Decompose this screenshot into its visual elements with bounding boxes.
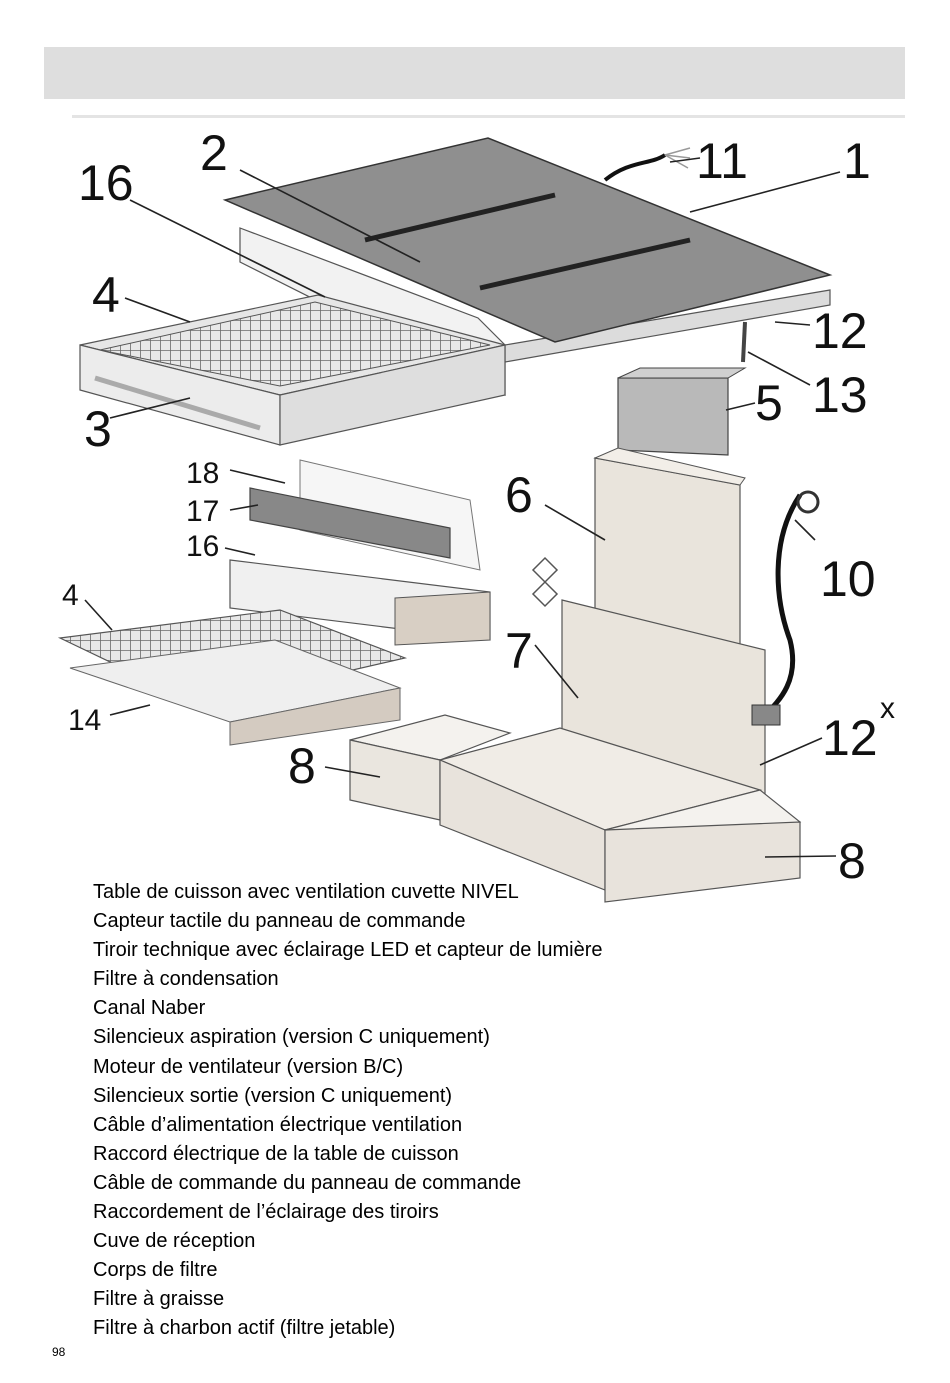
callout-7: 7 xyxy=(505,623,533,679)
filter-components xyxy=(57,459,491,746)
filter-box-part xyxy=(617,367,747,456)
callout-18: 18 xyxy=(186,457,219,490)
list-item: Table de cuisson avec ventilation cuvett… xyxy=(93,881,519,903)
callout-12b: 12 xyxy=(822,710,878,766)
list-item: Filtre à graisse xyxy=(93,1288,225,1311)
callout-12: 12 xyxy=(812,303,868,359)
list-item: Raccordement de l’éclairage des tiroirs xyxy=(93,1201,439,1224)
callout-12-x: x xyxy=(880,692,895,725)
cable-parts xyxy=(741,321,820,726)
leader-lines xyxy=(84,157,841,858)
callout-3: 3 xyxy=(84,401,112,457)
list-item: Silencieux sortie (version C uniquement) xyxy=(93,1084,453,1107)
callout-8b: 8 xyxy=(838,833,866,889)
list-item: Silencieux aspiration (version C uniquem… xyxy=(93,1026,490,1049)
page-number: 98 xyxy=(52,1345,66,1359)
header-bar xyxy=(44,47,905,99)
list-item: Capteur tactile du panneau de commande xyxy=(93,910,466,933)
list-item: Canal Naber xyxy=(93,997,206,1020)
callout-1: 1 xyxy=(843,133,871,189)
callout-8: 8 xyxy=(288,738,316,794)
list-item: Corps de filtre xyxy=(93,1259,218,1282)
parts-list: Table de cuisson avec ventilation cuvett… xyxy=(93,878,603,1344)
list-item: Câble de commande du panneau de commande xyxy=(93,1171,522,1194)
list-item: Moteur de ventilateur (version B/C) xyxy=(93,1055,404,1078)
list-item: Cuve de réception xyxy=(93,1230,256,1253)
callout-10: 10 xyxy=(820,551,876,607)
callout-13: 13 xyxy=(812,367,868,423)
callout-4b: 4 xyxy=(62,579,79,612)
callout-16b: 16 xyxy=(186,530,219,563)
list-item: Raccord électrique de la table de cuisso… xyxy=(93,1142,459,1165)
callout-14: 14 xyxy=(68,704,101,737)
list-item: Filtre à charbon actif (filtre jetable) xyxy=(93,1317,396,1340)
callout-6: 6 xyxy=(505,467,533,523)
base-boxes xyxy=(349,714,802,903)
list-item: Filtre à condensation xyxy=(93,968,279,991)
callout-4: 4 xyxy=(92,267,120,323)
callout-2: 2 xyxy=(200,125,228,181)
list-item: Câble d’alimentation électrique ventilat… xyxy=(93,1113,463,1136)
drawer-part xyxy=(79,294,506,446)
callout-17: 17 xyxy=(186,495,219,528)
exploded-diagram: 2 16 4 3 11 1 12 13 5 18 17 16 4 14 6 7 … xyxy=(57,125,895,903)
list-item: Tiroir technique avec éclairage LED et c… xyxy=(93,939,603,962)
callout-11: 11 xyxy=(696,133,748,189)
callout-16: 16 xyxy=(78,155,134,211)
header-rule xyxy=(72,115,905,118)
callout-5: 5 xyxy=(755,375,783,431)
